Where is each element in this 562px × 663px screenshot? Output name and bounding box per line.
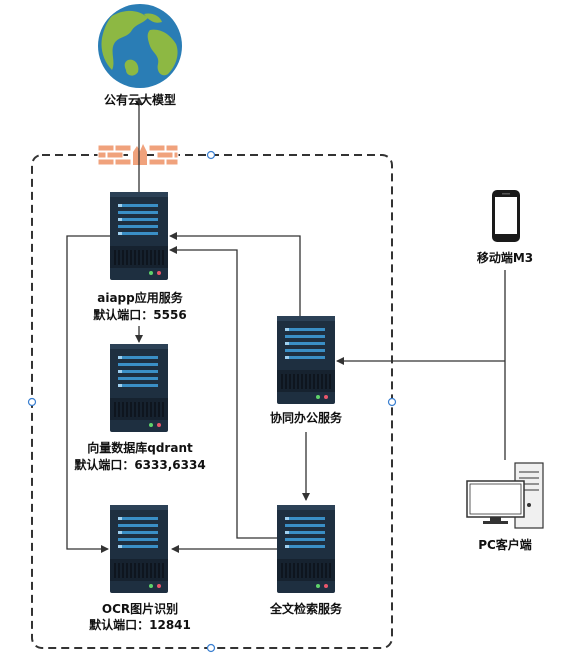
edge-office-to-aiapp [169,232,301,316]
aiapp-label: aiapp应用服务 [97,291,183,305]
ocr-port: 默认端口：12841 [89,618,191,632]
search-server-icon[interactable] [277,505,335,593]
office-label: 协同办公服务 [269,411,342,425]
qdrant-port: 默认端口：6333,6334 [74,458,206,472]
search-label: 全文检索服务 [269,602,342,616]
qdrant-server-icon[interactable] [110,344,168,432]
qdrant-label: 向量数据库qdrant [87,441,193,455]
connectors [66,97,506,553]
aiapp-server-icon[interactable] [110,192,168,280]
globe-icon [98,4,182,88]
mobile-label: 移动端M3 [476,251,534,265]
edge-aiapp-to-ocr [66,235,110,553]
ocr-label: OCR图片识别 [101,602,179,616]
office-server-icon[interactable] [277,316,335,404]
aiapp-port: 默认端口：5556 [93,308,187,322]
ocr-server-icon[interactable] [110,505,168,593]
boundary-handles[interactable] [27,150,397,653]
edge-search-to-aiapp [169,246,277,539]
desktop-icon[interactable] [466,462,544,529]
firewall-icon [97,144,179,166]
phone-icon[interactable] [492,190,520,242]
system-boundary [31,154,393,649]
cloud-label: 公有云大模型 [103,93,176,107]
pc-label: PC客户端 [478,538,532,552]
